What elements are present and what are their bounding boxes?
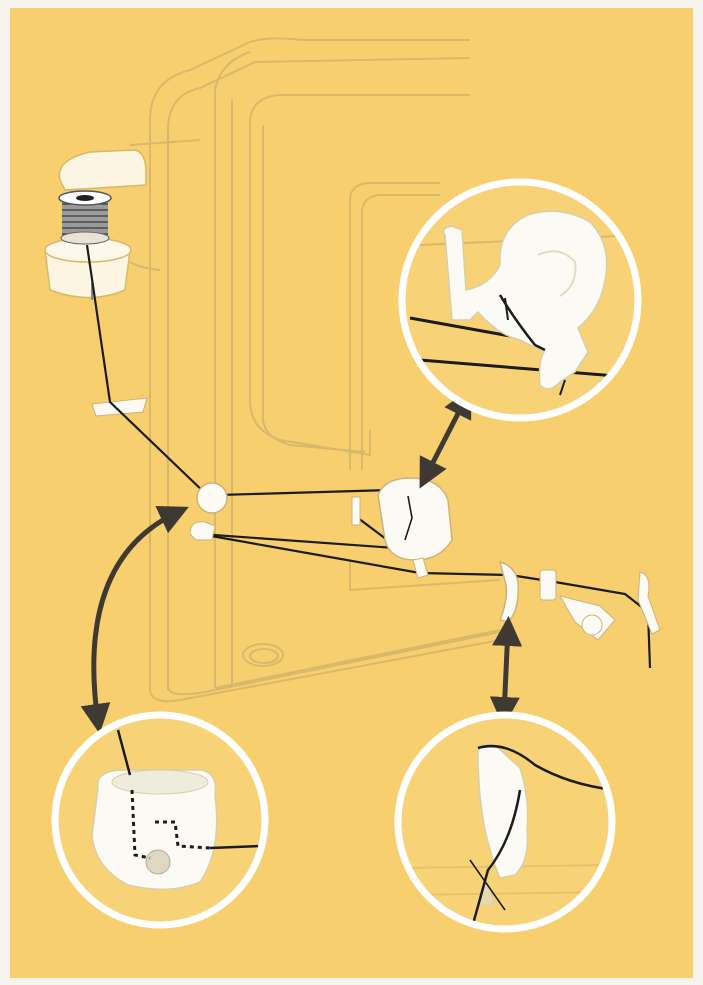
tension-disc-icon bbox=[92, 770, 217, 889]
detail-circle-dial bbox=[55, 715, 265, 925]
detail-circle-tension bbox=[402, 182, 640, 418]
